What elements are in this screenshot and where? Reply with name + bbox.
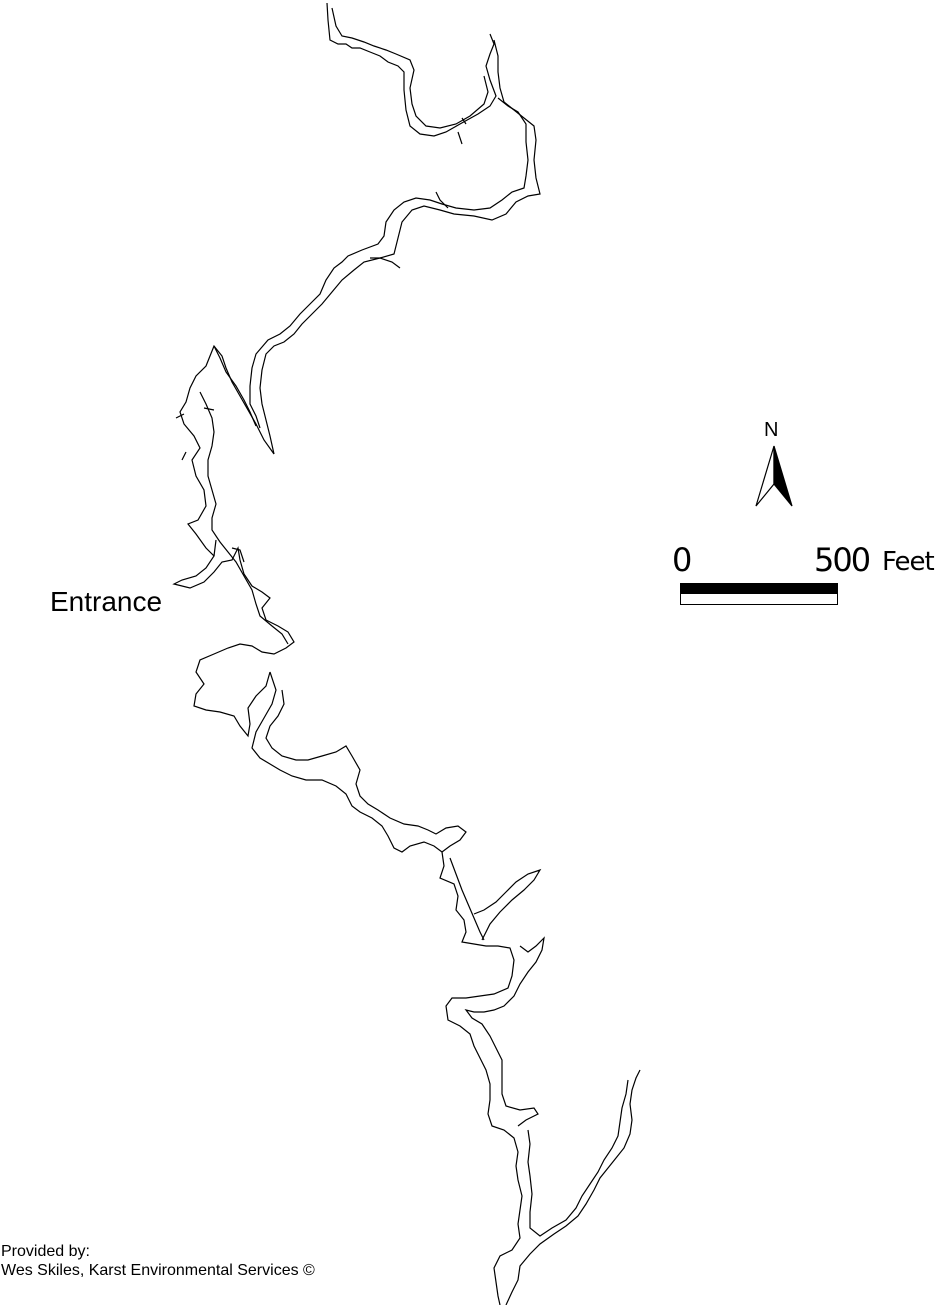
scale-bar-unit-label: Feet	[882, 547, 935, 577]
cave-passage-middle	[251, 671, 467, 853]
scale-bar	[680, 583, 838, 605]
scale-bar-empty-segment	[680, 593, 838, 605]
cave-passage-south	[439, 851, 641, 1305]
north-arrow-icon	[755, 445, 793, 507]
entrance-label: Entrance	[50, 586, 163, 617]
credit-line-1: Provided by:	[1, 1243, 90, 1260]
cave-passage-north-wall	[259, 2, 541, 455]
cave-passage-west-loop	[172, 344, 295, 738]
cave-passage-upper-spur	[175, 117, 467, 461]
scale-bar-filled-segment	[680, 583, 838, 594]
cave-passage-south-inner	[449, 857, 629, 1237]
scale-bar-end-label: 500	[814, 541, 871, 579]
cave-passage-entrance-pocket	[213, 539, 245, 563]
credit-block: Provided by: Wes Skiles, Karst Environme…	[1, 1243, 315, 1281]
cave-passage-entrance-inner	[199, 345, 289, 645]
credit-line-2: Wes Skiles, Karst Environmental Services…	[1, 1261, 315, 1279]
scale-bar-start-label: 0	[672, 541, 692, 579]
cave-passage-north-inner	[249, 7, 529, 429]
north-label: N	[764, 419, 779, 441]
